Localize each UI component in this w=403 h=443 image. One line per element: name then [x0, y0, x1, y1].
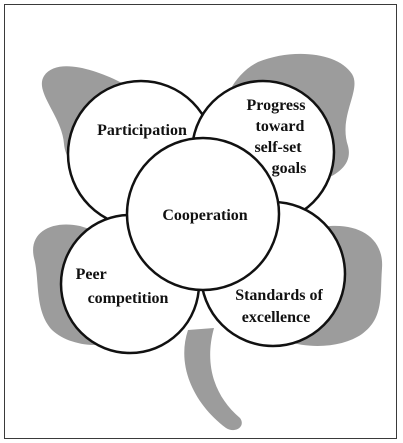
label-progress-line-3: self-set [254, 139, 302, 156]
label-standards-line-2: excellence [242, 309, 310, 326]
clover-stem [184, 328, 242, 431]
label-cooperation: Cooperation [162, 207, 247, 224]
label-standards: Standards of excellence [235, 287, 327, 326]
label-standards-line-1: Standards of [235, 287, 323, 304]
label-progress-line-1: Progress [247, 97, 306, 114]
label-progress-line-2: toward [256, 118, 305, 135]
label-cooperation-line-1: Cooperation [162, 207, 247, 224]
label-participation: Participation [97, 122, 187, 139]
label-participation-line-1: Participation [97, 122, 187, 139]
circle-cooperation [125, 136, 281, 292]
label-progress-line-4: goals [272, 160, 307, 177]
label-peer-competition: Peer competition [76, 266, 169, 307]
label-peer-competition-line-2: competition [88, 290, 169, 307]
label-progress: Progress toward self-set goals [247, 97, 310, 177]
label-peer-competition-line-1: Peer [76, 266, 107, 283]
